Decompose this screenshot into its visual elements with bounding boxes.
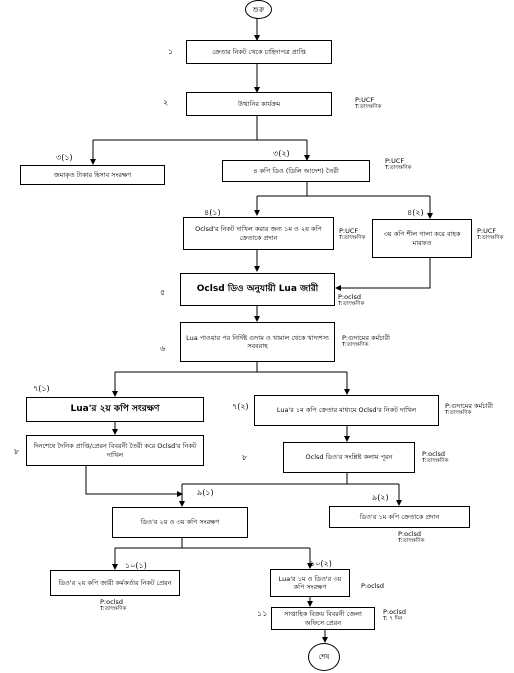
step-8a-number: ৮ (14, 447, 20, 456)
step-2-box: উত্থানির কার্যক্রম (186, 92, 332, 116)
step-8b-number: ৮ (242, 453, 248, 462)
step-3b-box: ৪ কপি ডিও (ডিলি আদেশ) তৈরী (222, 160, 370, 182)
step-9a-number: ৯(১) (197, 488, 214, 497)
step-5-box: Oclsd ডিও অনুযায়ী Lua জারী (180, 273, 335, 306)
start-node: শুরু (245, 0, 272, 19)
step-4a-number: ৪(১) (204, 208, 221, 217)
step-6-box: Lua পাওয়ার পর নির্দিষ্ট গুদাম ও খামাল থ… (180, 322, 335, 362)
step-5-number: ৫ (160, 288, 166, 297)
step-9a-box: ডিও'র ২য় ও ৩য় কপি সংরক্ষণ (112, 507, 248, 538)
step-11-box: সাপ্তাহিক বিক্রয় বিবরনী জেলা অফিসে প্রে… (271, 607, 375, 630)
step-2-number: ২ (163, 98, 169, 107)
step-4b-box: ৩য় কপি শীল গালা করে বাহক মারফত (372, 219, 472, 258)
step-4a-box: Oclsd'র নিকট দাখিল করার জন্য ১ম ও ২য় কপ… (183, 217, 334, 250)
step-6-responsibility: P:গুদামের কর্মচারীT:তাৎক্ষণিক (342, 334, 391, 349)
step-7b-number: ৭(২) (232, 402, 249, 411)
step-4b-number: ৪(২) (407, 208, 424, 217)
step-10a-box: ডিও'র ২য় কপি জারী কর্মকর্তার নিকট প্রের… (50, 570, 180, 596)
step-8b-box: Oclsd ডিও'র সংশ্লিষ্ট কলাম পূরন (283, 442, 415, 473)
step-9b-box: ডিও'র ১ম কপি ক্রেতাকে প্রদান (329, 506, 470, 528)
step-7a-box: Lua'র ২য় কপি সংরক্ষণ (26, 397, 204, 422)
step-7b-responsibility: P:গুদামের কর্মচারীT:তাৎক্ষণিক (445, 402, 494, 417)
step-1-number: ১ (168, 47, 174, 56)
step-11-number: ১১ (257, 609, 268, 618)
end-node: শেষ (308, 643, 340, 671)
step-9b-number: ৯(২) (372, 493, 389, 502)
step-7a-number: ৭(১) (33, 384, 50, 393)
step-7b-box: Lua'র ১ম কপি ক্রেতার মাধ্যমে Oclsd'র নিক… (254, 395, 439, 426)
step-10b-number: ১০(২) (310, 559, 332, 568)
step-3a-number: ৩(১) (56, 153, 73, 162)
step-3a-box: জমাকৃত টাকার হিসাব সংরক্ষণ (20, 165, 165, 185)
step-10a-number: ১০(১) (125, 561, 147, 570)
step-3b-number: ৩(২) (273, 149, 290, 158)
step-8a-box: দিনশেষে দৈনিক প্রাপ্তি/প্রেরন বিবরনী তৈর… (26, 435, 204, 466)
step-10b-responsibility: P:oclsd (361, 582, 384, 590)
step-1-box: ক্রেতার নিকট থেকে চাহিদাপত্র প্রাপ্তি (186, 40, 332, 64)
step-10b-box: Lua'র ১ম ও ডিও'র ৩য় কপি সংরক্ষণ (270, 569, 350, 597)
step-6-number: ৬ (160, 344, 166, 353)
